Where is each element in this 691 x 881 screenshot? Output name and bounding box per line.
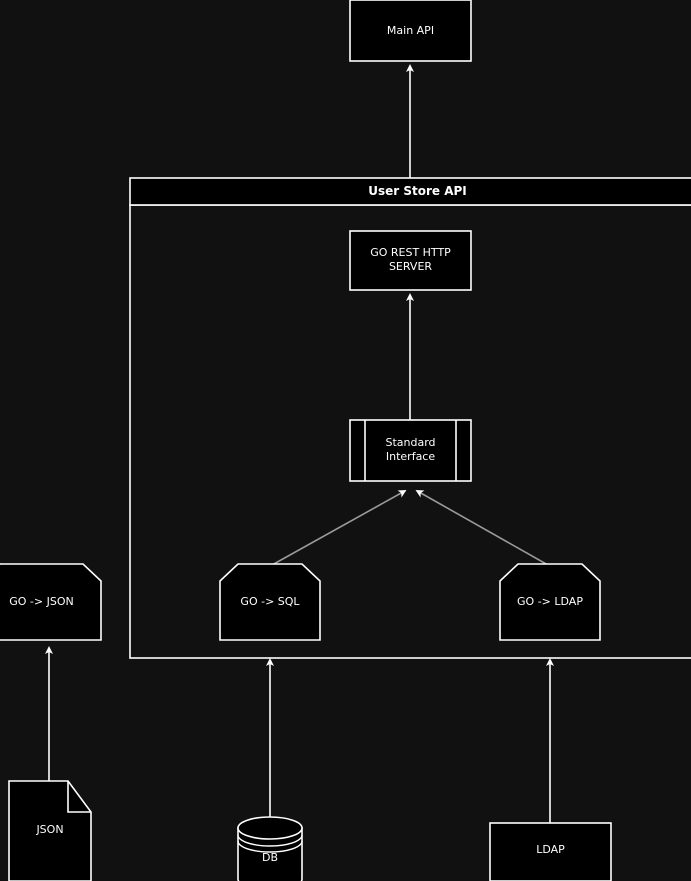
node-standard-interface[interactable]: [349, 419, 472, 482]
group-label-user-store-api: User Store API: [368, 184, 467, 198]
edges: [45, 64, 554, 828]
edge-go-ldap-to-standard-interface: [415, 490, 549, 566]
node-ldap[interactable]: [489, 822, 612, 881]
node-go-sql[interactable]: [219, 563, 321, 641]
node-json-file-fold: [67, 781, 91, 813]
node-db-body: [237, 827, 303, 881]
node-db-ring-2: [237, 840, 303, 853]
edge-go-sql-to-standard-interface: [271, 490, 407, 566]
node-db[interactable]: [237, 816, 303, 881]
node-standard-interface-body: [349, 419, 472, 482]
group-header-band: [129, 177, 691, 206]
node-go-ldap[interactable]: [499, 563, 601, 641]
node-go-json[interactable]: [0, 563, 102, 641]
node-json-file-body: [8, 780, 92, 881]
node-db-top: [237, 816, 303, 840]
node-db-ring-1: [237, 834, 303, 847]
node-main-api[interactable]: [349, 0, 472, 62]
node-go-rest-http-server[interactable]: [349, 230, 472, 291]
node-json-file[interactable]: [8, 780, 92, 881]
